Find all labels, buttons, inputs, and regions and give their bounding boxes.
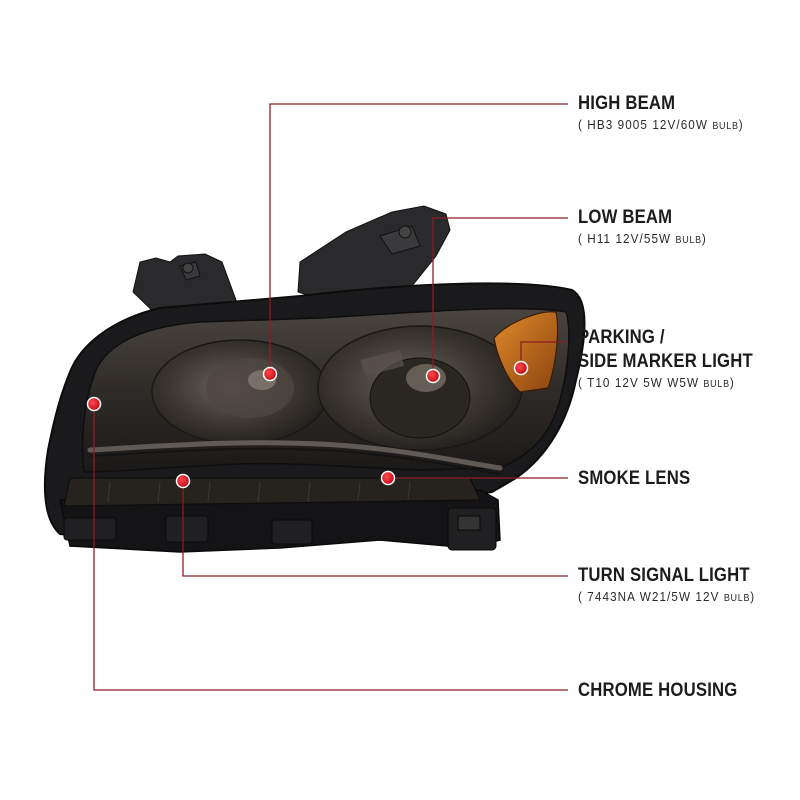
high-beam-title: HIGH BEAM bbox=[578, 93, 676, 114]
parking-title-line2: SIDE MARKER LIGHT bbox=[578, 351, 753, 372]
callout-high-beam: HIGH BEAM ( HB3 9005 12V/60W BULB) bbox=[578, 92, 762, 135]
chrome-housing-title: CHROME HOUSING bbox=[578, 680, 738, 701]
marker-smoke-lens bbox=[380, 470, 396, 486]
high-beam-reflector bbox=[151, 339, 329, 445]
turn-signal-strip bbox=[63, 477, 481, 507]
callout-chrome-housing: CHROME HOUSING bbox=[578, 679, 759, 703]
parking-spec-unit: BULB bbox=[703, 379, 730, 390]
high-beam-spec-close: ) bbox=[738, 117, 744, 132]
high-beam-spec-unit: BULB bbox=[712, 121, 739, 132]
parking-spec: ( T10 12V 5W W5W BULB) bbox=[578, 374, 757, 393]
low-beam-reflector bbox=[317, 325, 523, 451]
low-beam-spec-text: ( H11 12V/55W bbox=[578, 231, 676, 246]
turn-signal-title: TURN SIGNAL LIGHT bbox=[578, 565, 750, 586]
leader-low-beam bbox=[432, 217, 568, 376]
turn-signal-spec: ( 7443NA W21/5W 12V BULB) bbox=[578, 588, 755, 607]
smoke-lens-title: SMOKE LENS bbox=[578, 468, 691, 489]
marker-high-beam bbox=[262, 366, 278, 382]
parking-title: PARKING / bbox=[578, 327, 665, 348]
callout-parking: PARKING / SIDE MARKER LIGHT ( T10 12V 5W… bbox=[578, 326, 777, 393]
marker-low-beam bbox=[425, 368, 441, 384]
mounting-brackets bbox=[132, 205, 451, 319]
marker-parking bbox=[513, 360, 529, 376]
high-beam-spec: ( HB3 9005 12V/60W BULB) bbox=[578, 116, 744, 135]
low-beam-title: LOW BEAM bbox=[578, 207, 673, 228]
marker-turn-signal bbox=[175, 473, 191, 489]
leader-high-beam bbox=[269, 103, 568, 374]
turn-signal-spec-unit: BULB bbox=[723, 593, 751, 604]
low-beam-spec-close: ) bbox=[701, 231, 707, 246]
parking-spec-close: ) bbox=[729, 375, 735, 390]
marker-chrome-housing bbox=[86, 396, 102, 412]
high-beam-spec-text: ( HB3 9005 12V/60W bbox=[578, 117, 709, 132]
low-beam-spec: ( H11 12V/55W BULB) bbox=[578, 230, 707, 249]
leader-turn-signal bbox=[182, 481, 568, 577]
callout-smoke-lens: SMOKE LENS bbox=[578, 467, 706, 491]
turn-signal-spec-close: ) bbox=[750, 589, 756, 604]
turn-signal-spec-text: ( 7443NA W21/5W 12V bbox=[578, 589, 720, 604]
leader-chrome-housing bbox=[93, 404, 568, 691]
amber-side-marker bbox=[493, 311, 559, 393]
callout-low-beam: LOW BEAM ( H11 12V/55W BULB) bbox=[578, 206, 721, 249]
callout-turn-signal: TURN SIGNAL LIGHT ( 7443NA W21/5W 12V BU… bbox=[578, 564, 775, 607]
leader-lines bbox=[93, 103, 568, 691]
low-beam-spec-unit: BULB bbox=[675, 235, 702, 246]
callout-markers bbox=[86, 360, 529, 489]
lens-light-strip bbox=[87, 440, 503, 471]
leader-parking bbox=[520, 341, 568, 368]
parking-spec-text: ( T10 12V 5W W5W bbox=[578, 375, 704, 390]
